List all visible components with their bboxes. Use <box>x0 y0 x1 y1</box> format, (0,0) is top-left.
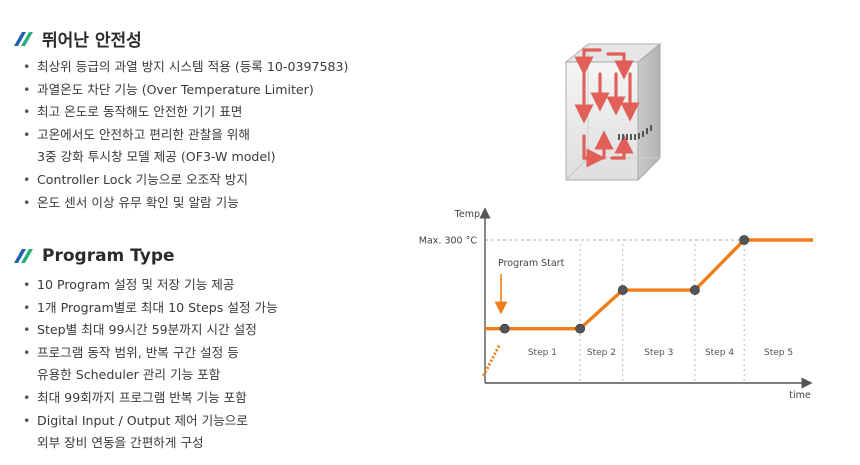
list-item: 프로그램 동작 범위, 반복 구간 설정 등 유용한 Scheduler 관리 … <box>22 342 278 387</box>
step-label: Step 4 <box>705 348 734 358</box>
max-temp-label: Max. 300 °C <box>419 236 478 247</box>
list-item: Digital Input / Output 제어 기능으로 외부 장비 연동을… <box>22 410 278 455</box>
chamber-side <box>637 42 661 182</box>
list-item: 최상위 등급의 과열 방지 시스템 적용 (등록 10-0397583) <box>22 56 348 79</box>
x-axis-label: time <box>789 390 811 401</box>
profile-point <box>499 323 510 334</box>
temperature-profile-line <box>485 238 813 331</box>
profile-point <box>617 285 628 295</box>
list-item-continuation: 유용한 Scheduler 관리 기능 포함 <box>37 367 221 383</box>
section-title-program-type: Program Type <box>12 246 175 266</box>
step-label: Step 3 <box>644 348 673 358</box>
step-label: Step 5 <box>764 348 793 358</box>
list-item-continuation: 3중 강화 투시창 모델 제공 (OF3-W model) <box>37 149 276 165</box>
safety-feature-list: 최상위 등급의 과열 방지 시스템 적용 (등록 10-0397583) 과열온… <box>22 56 348 214</box>
airflow-arrows <box>574 48 640 168</box>
vent-slots <box>618 125 652 140</box>
y-axis-label: Temp. <box>454 209 483 220</box>
list-item: 과열온도 차단 기능 (Over Temperature Limiter) <box>22 79 348 102</box>
step-label: Step 1 <box>528 348 557 358</box>
temperature-program-chart: Temp. Max. 300 °C time Step 1 Step 2 Step 3 St… <box>419 207 813 401</box>
list-item: Step별 최대 99시간 59분까지 시간 설정 <box>22 319 278 342</box>
program-feature-list: 10 Program 설정 및 저장 기능 제공 1개 Program별로 최대… <box>22 274 278 455</box>
section-title-text: 뛰어난 안전성 <box>42 31 142 51</box>
profile-point <box>575 323 586 334</box>
list-item: 온도 센서 이상 유무 확인 및 알람 기능 <box>22 192 348 215</box>
list-item: 10 Program 설정 및 저장 기능 제공 <box>22 274 278 297</box>
section-title-safety: 뛰어난 안전성 <box>12 26 142 51</box>
list-item: 고온에서도 안전하고 편리한 관찰을 위해 3중 강화 투시창 모델 제공 (O… <box>22 124 348 169</box>
section-title-text: Program Type <box>42 246 175 266</box>
list-item: 최대 99회까지 프로그램 반복 기능 포함 <box>22 387 278 410</box>
profile-point <box>739 235 750 245</box>
list-item: Controller Lock 기능으로 오조작 방지 <box>22 169 348 192</box>
list-item: 1개 Program별로 최대 10 Steps 설정 가능 <box>22 297 278 320</box>
profile-point <box>690 285 700 295</box>
program-start-label: Program Start <box>498 258 565 269</box>
list-item-continuation: 외부 장비 연동을 간편하게 구성 <box>37 435 204 451</box>
chamber-front <box>565 61 639 181</box>
section-marker-icon <box>14 249 33 263</box>
section-marker-icon <box>14 31 33 46</box>
chamber-airflow-illustration <box>564 42 662 182</box>
step-label: Step 2 <box>587 348 616 358</box>
rampup-dotted-line <box>482 343 502 377</box>
list-item: 최고 온도로 동작해도 안전한 기기 표면 <box>22 101 348 124</box>
